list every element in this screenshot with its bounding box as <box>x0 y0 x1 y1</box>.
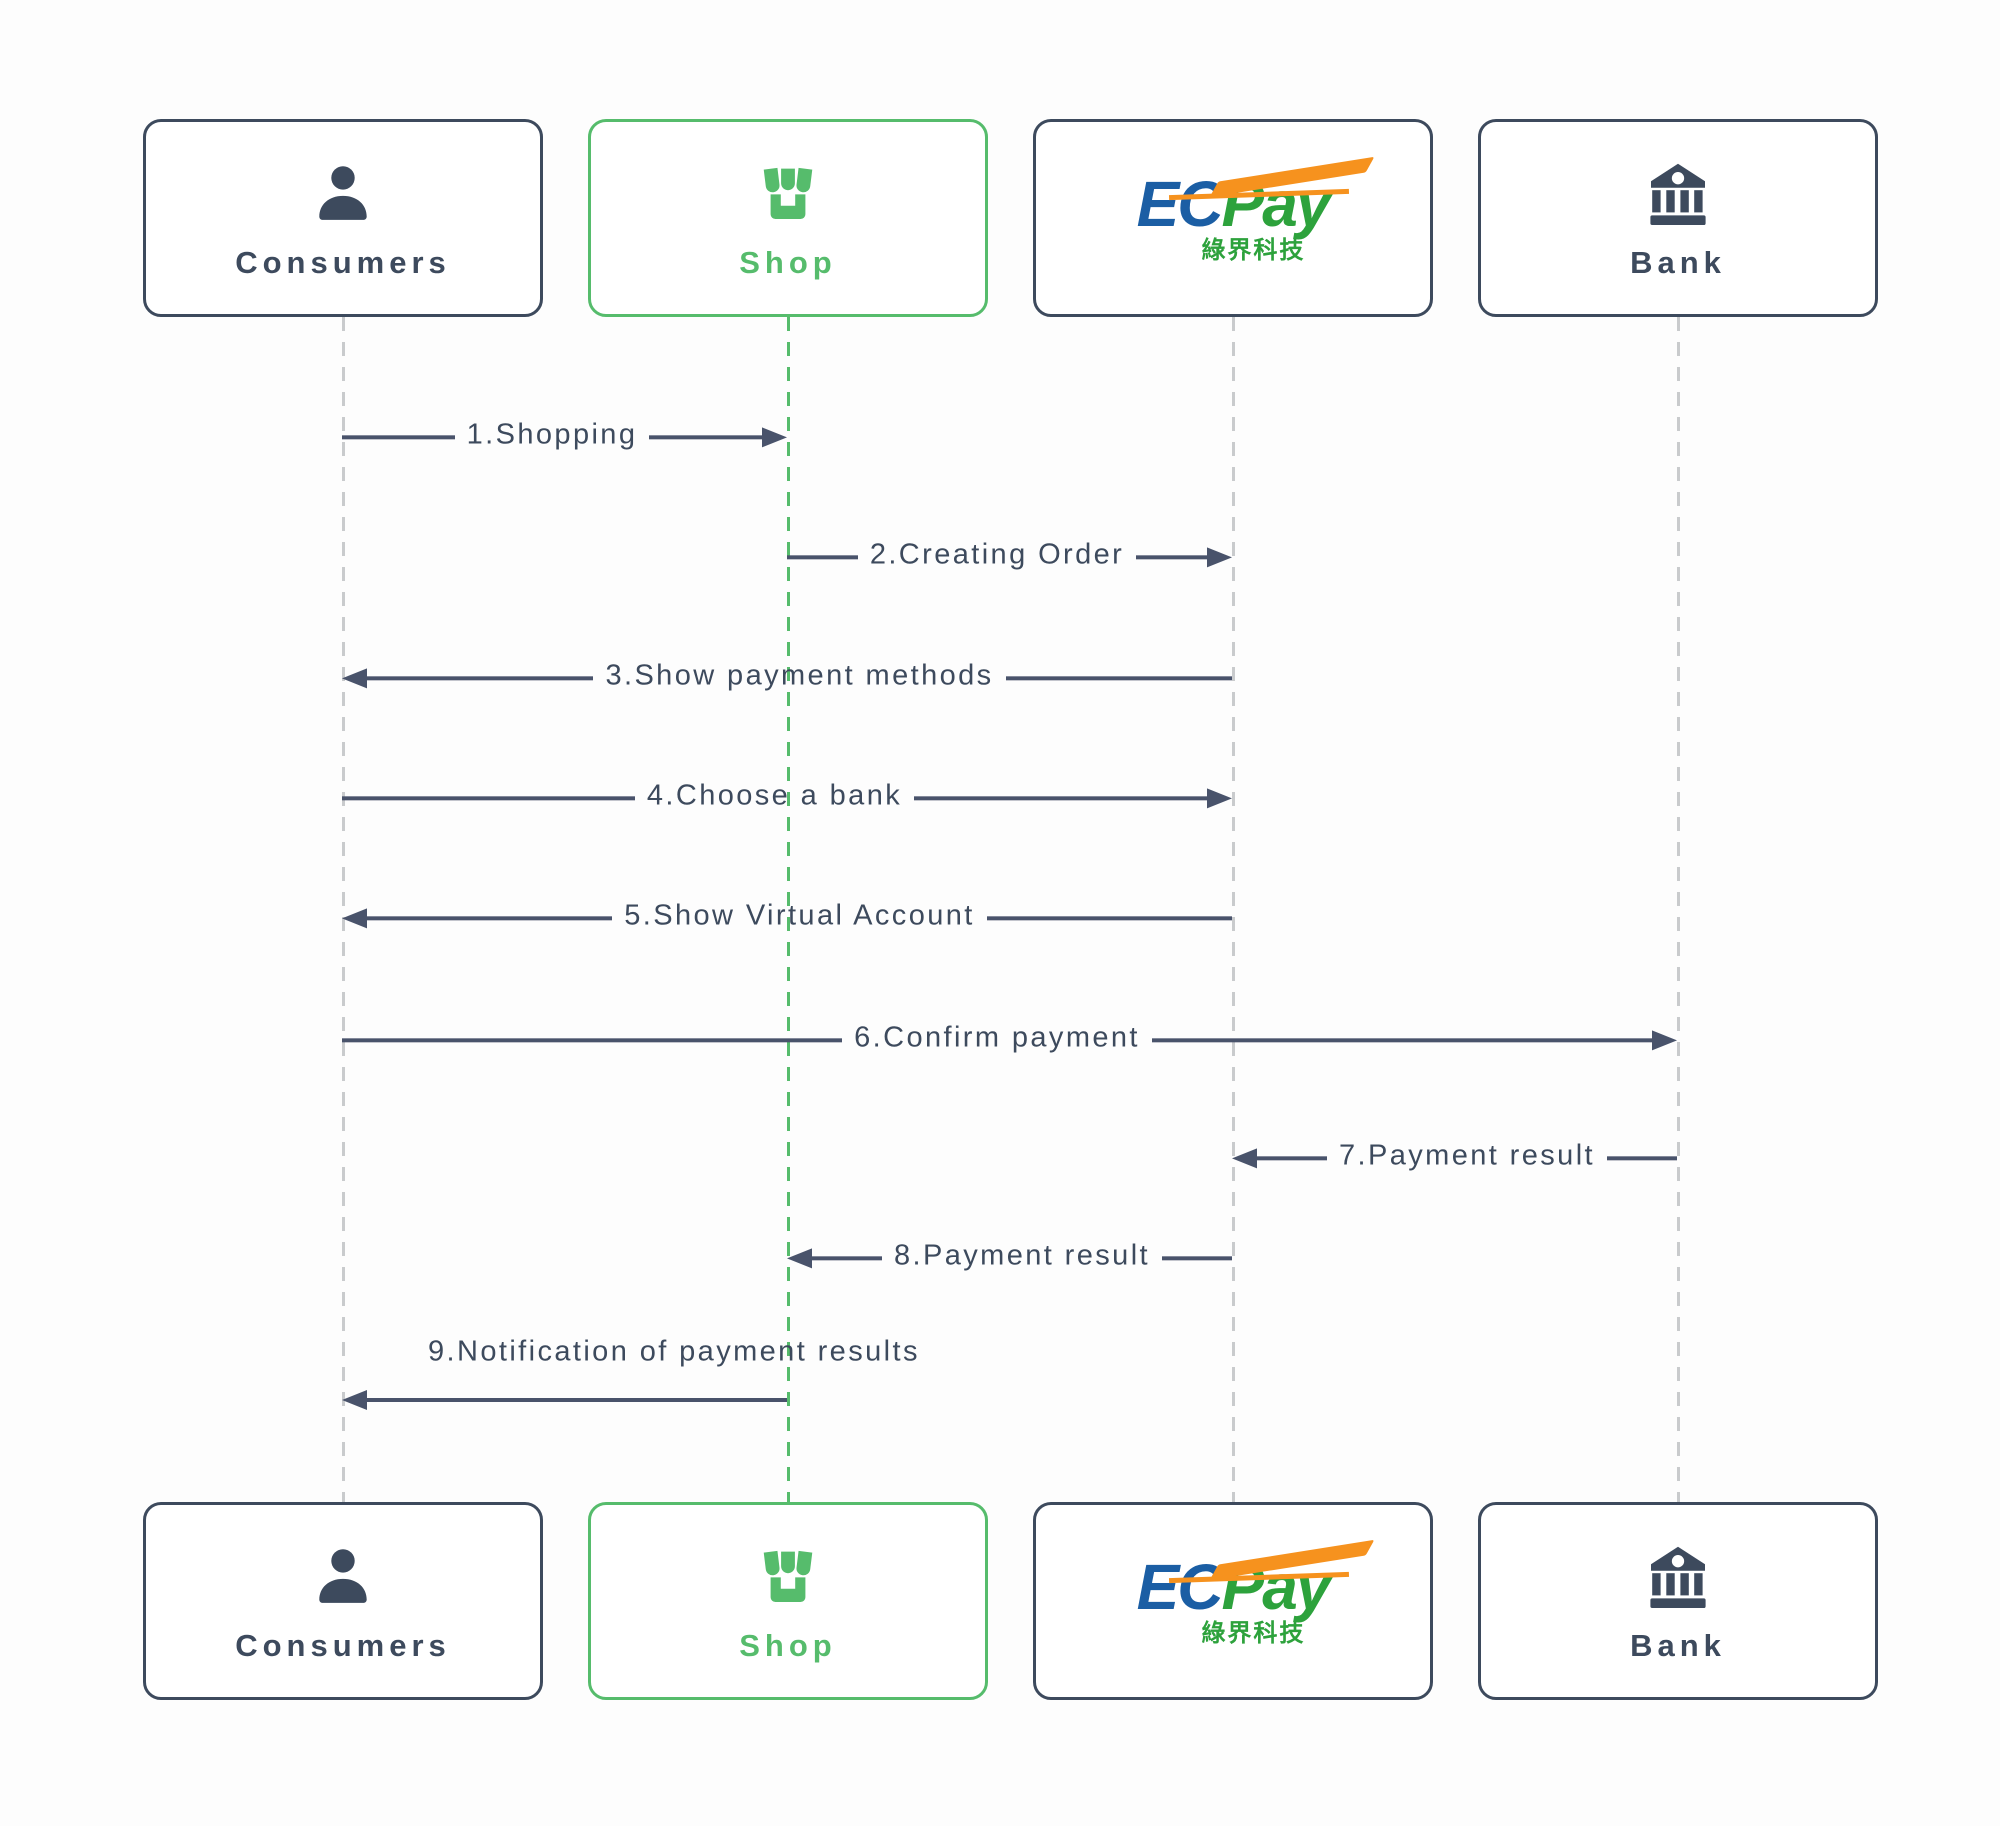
message-line <box>812 1256 882 1260</box>
message-label: 6.Confirm payment <box>854 1021 1140 1054</box>
ecpay-wordmark: ECPay <box>1137 156 1375 236</box>
message-line <box>367 916 613 920</box>
arrowhead-right-icon <box>1207 788 1232 808</box>
message-line <box>1005 676 1233 680</box>
message-line <box>1151 1038 1653 1042</box>
message-line <box>914 796 1207 800</box>
store-icon <box>763 167 813 219</box>
message-7-payment-result: 7.Payment result <box>1232 1139 1677 1174</box>
ecpay-subtext: 綠界科技 <box>1201 236 1306 264</box>
message-label: 4.Choose a bank <box>646 779 903 812</box>
store-icon <box>763 1550 813 1602</box>
ecpay-wordmark: ECPay <box>1137 1539 1375 1619</box>
ecpay-ec-text: EC <box>1136 1550 1224 1623</box>
bank-icon <box>1650 1546 1706 1608</box>
message-line <box>986 916 1233 920</box>
message-9-notification <box>342 1390 787 1410</box>
actor-ecpay-top: ECPay 綠界科技 <box>1033 119 1433 317</box>
actor-label: Consumers <box>235 1627 451 1663</box>
lifeline-shop <box>787 317 790 1502</box>
actor-bank-bottom: Bank <box>1478 1502 1878 1700</box>
message-2-creating-order: 2.Creating Order <box>787 538 1233 573</box>
arrowhead-left-icon <box>342 1390 367 1410</box>
message-3-show-payment-methods: 3.Show payment methods <box>342 659 1233 694</box>
actor-ecpay-bottom: ECPay 綠界科技 <box>1033 1502 1433 1700</box>
ecpay-subtext: 綠界科技 <box>1201 1619 1306 1647</box>
message-label: 8.Payment result <box>894 1239 1150 1272</box>
ecpay-logo: ECPay 綠界科技 <box>1137 156 1375 264</box>
actor-consumers-top: Consumers <box>143 119 543 317</box>
message-5-show-virtual-account: 5.Show Virtual Account <box>342 899 1233 934</box>
message-label: 3.Show payment methods <box>605 659 994 692</box>
ecpay-logo: ECPay 綠界科技 <box>1137 1539 1375 1647</box>
message-8-payment-result: 8.Payment result <box>787 1239 1232 1274</box>
actor-consumers-bottom: Consumers <box>143 1502 543 1700</box>
message-label: 7.Payment result <box>1339 1139 1595 1172</box>
message-line <box>342 1038 843 1042</box>
message-line <box>367 1398 787 1402</box>
message-label: 1.Shopping <box>466 418 638 451</box>
actor-label: Consumers <box>235 244 451 280</box>
lifeline-ecpay <box>1232 317 1235 1502</box>
message-9-label: 9.Notification of payment results <box>428 1335 920 1368</box>
lifeline-bank <box>1677 317 1680 1502</box>
message-line <box>1257 1156 1327 1160</box>
person-icon <box>319 165 367 220</box>
actor-label: Bank <box>1630 244 1726 280</box>
arrowhead-right-icon <box>1652 1030 1678 1050</box>
arrowhead-left-icon <box>787 1248 812 1268</box>
actor-label: Bank <box>1630 1627 1726 1663</box>
message-line <box>649 435 762 439</box>
message-label: 2.Creating Order <box>869 538 1125 571</box>
actor-bank-top: Bank <box>1478 119 1878 317</box>
arrowhead-right-icon <box>1207 547 1233 567</box>
actor-shop-bottom: Shop <box>588 1502 988 1700</box>
message-4-choose-a-bank: 4.Choose a bank <box>342 779 1232 814</box>
message-6-confirm-payment: 6.Confirm payment <box>342 1021 1678 1056</box>
actor-label: Shop <box>739 1627 837 1663</box>
arrowhead-left-icon <box>1232 1148 1257 1168</box>
message-line <box>367 676 594 680</box>
person-icon <box>319 1548 367 1603</box>
message-label: 5.Show Virtual Account <box>624 899 975 932</box>
message-line <box>787 555 858 559</box>
arrowhead-left-icon <box>342 668 367 688</box>
message-line <box>1607 1156 1677 1160</box>
message-line <box>1162 1256 1232 1260</box>
bank-icon <box>1650 163 1706 225</box>
actor-shop-top: Shop <box>588 119 988 317</box>
arrowhead-left-icon <box>342 908 367 928</box>
arrowhead-right-icon <box>762 427 787 447</box>
message-1-shopping: 1.Shopping <box>342 418 787 453</box>
message-line <box>342 796 635 800</box>
actor-label: Shop <box>739 244 837 280</box>
message-line <box>1136 555 1208 559</box>
ecpay-ec-text: EC <box>1136 167 1224 240</box>
message-line <box>342 435 455 439</box>
